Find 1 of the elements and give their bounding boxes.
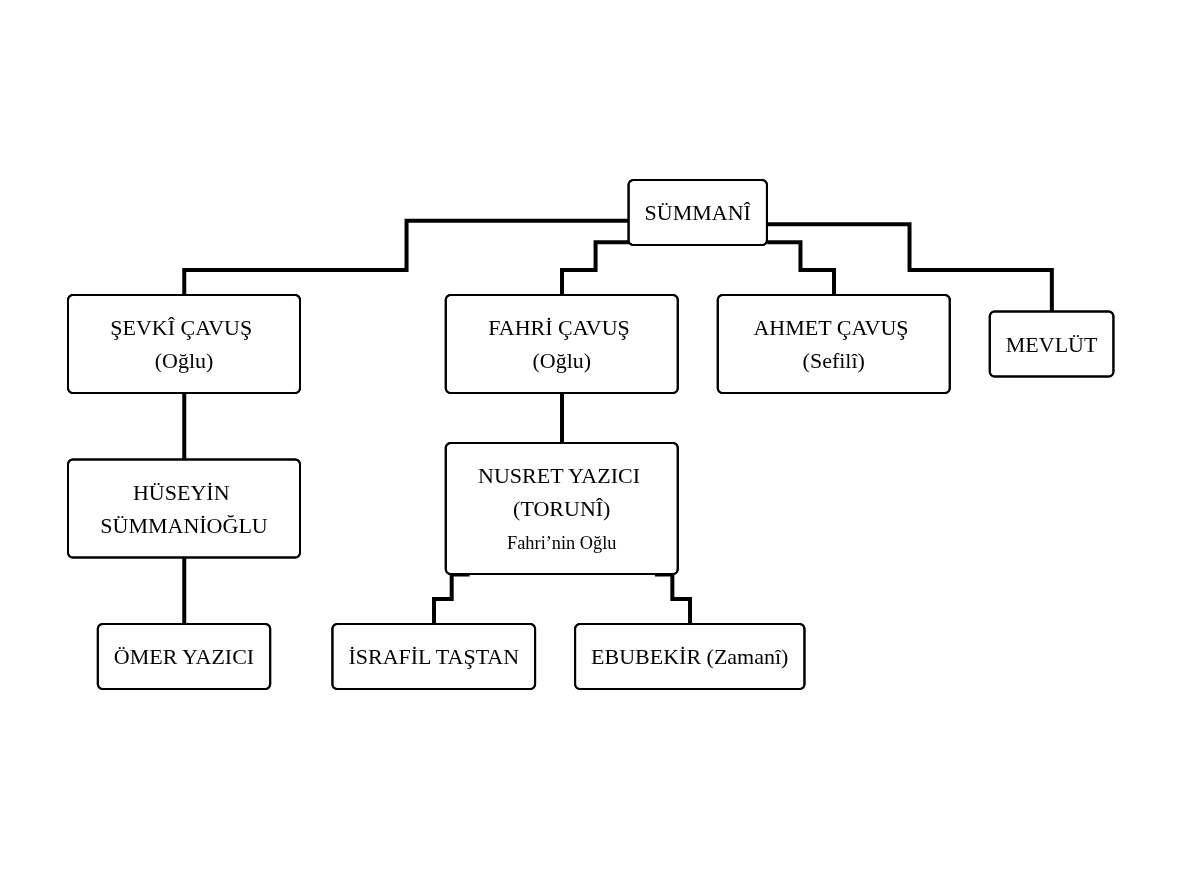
node-text: ŞEVKÎ ÇAVUŞ (Oğlu) — [110, 315, 253, 373]
